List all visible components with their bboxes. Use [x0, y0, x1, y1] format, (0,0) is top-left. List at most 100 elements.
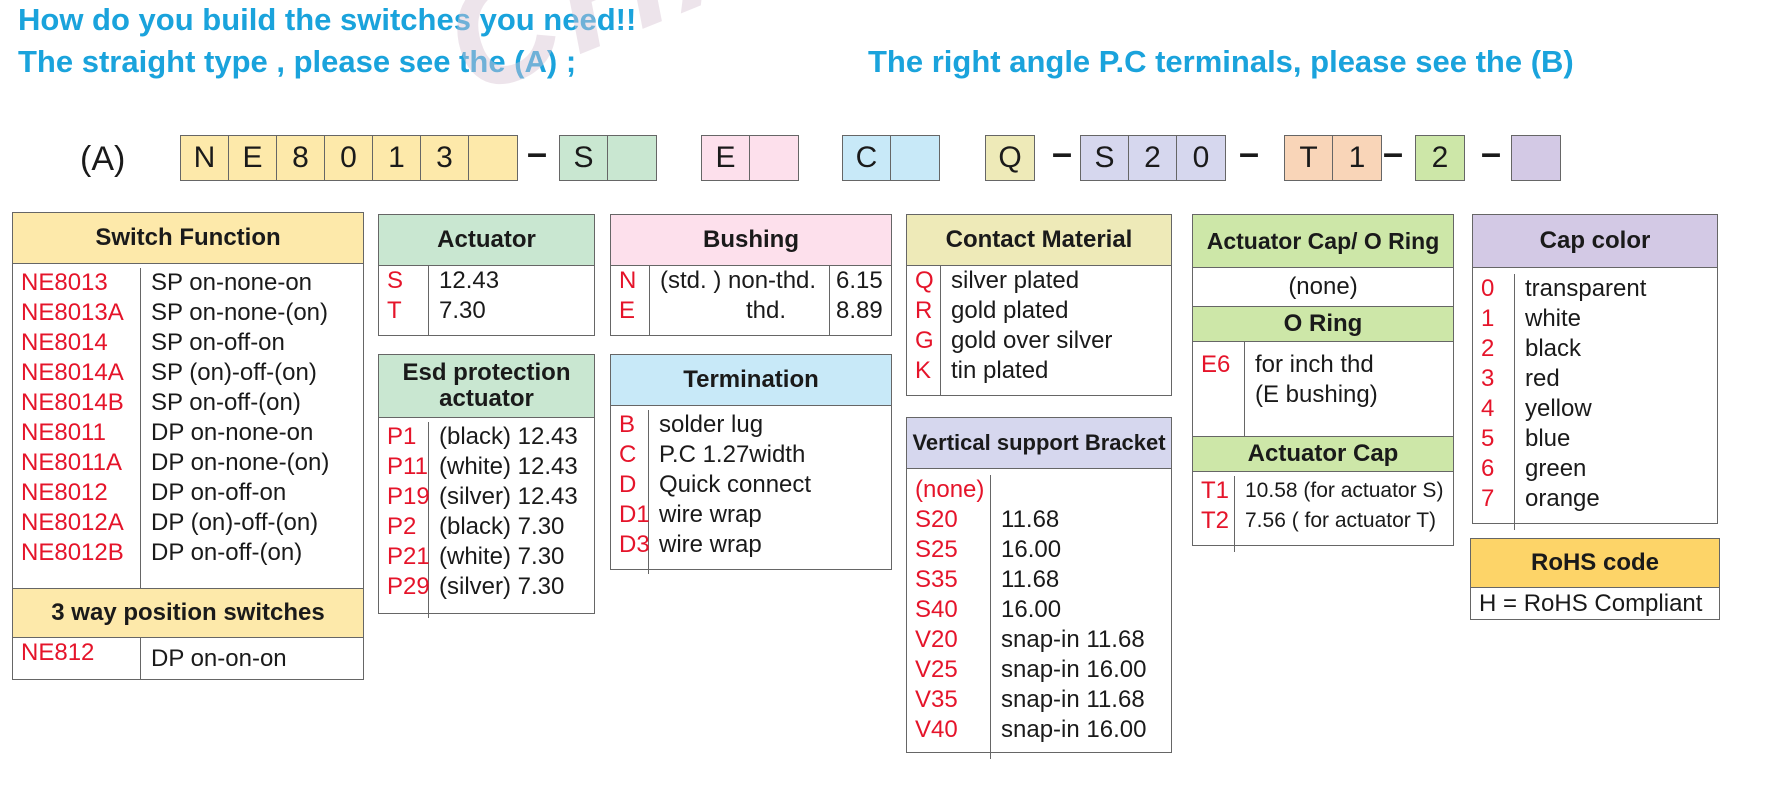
option-desc: DP on-none-on	[151, 419, 314, 446]
option-code: T2	[1201, 507, 1230, 534]
option-desc: DP on-none-(on)	[151, 449, 330, 476]
option-desc: (silver) 7.30	[439, 573, 565, 600]
option-code: P1	[387, 423, 417, 450]
desc-column: 10.58 (for actuator S) 7.56 ( for actuato…	[1235, 476, 1443, 552]
code-group-7: 2	[1415, 135, 1465, 181]
code-cell: 8	[277, 136, 325, 180]
option-code: Q	[915, 267, 934, 294]
code-cell: S	[1081, 136, 1129, 180]
option-desc: (black) 12.43	[439, 423, 578, 450]
option-desc: (black) 7.30	[439, 513, 565, 540]
option-code: S35	[915, 566, 958, 593]
heading-straight-type: The straight type , please see the (A) ;	[18, 44, 577, 79]
option-desc: red	[1525, 365, 1560, 392]
code-group-1: S	[559, 135, 657, 181]
code-group-3: C	[842, 135, 940, 181]
code-cell: 0	[1192, 141, 1210, 174]
code-cell: E	[702, 136, 750, 180]
actuator-title: Actuator	[379, 215, 594, 266]
option-code: V20	[915, 626, 958, 653]
option-code: E	[619, 297, 636, 324]
option-code: S40	[915, 596, 958, 623]
option-desc: DP on-on-on	[151, 645, 287, 672]
option-code: NE8013A	[21, 299, 124, 326]
option-code: K	[915, 357, 932, 384]
contact-material-title: Contact Material	[907, 215, 1171, 266]
desc-column: DP on-on-on	[141, 644, 287, 674]
option-desc: Quick connect	[659, 471, 812, 498]
option-desc: DP (on)-off-(on)	[151, 509, 319, 536]
option-code: D	[619, 471, 637, 498]
code-cell	[608, 136, 656, 180]
code-group-8	[1511, 135, 1561, 181]
option-code: 0	[1481, 275, 1495, 302]
option-desc: (silver) 12.43	[439, 483, 578, 510]
option-desc: DP on-off-on	[151, 479, 287, 506]
code-cell	[1512, 136, 1560, 180]
option-code: NE8011	[21, 419, 106, 446]
option-code: P21	[387, 543, 430, 570]
option-desc: tin plated	[951, 357, 1049, 384]
esd-title-line1: Esd protection	[402, 359, 571, 386]
spacer	[991, 475, 1146, 505]
option-code: NE8014	[21, 329, 108, 356]
option-desc: SP (on)-off-(on)	[151, 359, 317, 386]
option-desc: 10.58 (for actuator S)	[1245, 479, 1444, 502]
code-cell: 1	[373, 136, 421, 180]
code-cell: 2	[1431, 141, 1449, 174]
code-cell: E	[229, 136, 277, 180]
code-cell: 1	[1348, 141, 1366, 174]
cap-color-title: Cap color	[1473, 215, 1717, 268]
oring-desc-line2: (E bushing)	[1255, 381, 1378, 408]
code-group-4: Q	[985, 135, 1035, 181]
option-desc: 7.56 ( for actuator T)	[1245, 509, 1437, 532]
option-code: 5	[1481, 425, 1495, 452]
rohs-table: RoHS code H = RoHS Compliant	[1470, 538, 1720, 620]
esd-title-line2: actuator	[439, 385, 534, 412]
option-code: C	[619, 441, 637, 468]
rohs-title: RoHS code	[1471, 539, 1719, 588]
option-desc: transparent	[1525, 275, 1647, 302]
option-desc: DP on-off-(on)	[151, 539, 303, 566]
option-desc: (white) 12.43	[439, 453, 578, 480]
option-code: P29	[387, 573, 430, 600]
bushing-title: Bushing	[611, 215, 891, 266]
code-dash: –	[1239, 132, 1260, 173]
option-desc: silver plated	[951, 267, 1080, 294]
option-code: D3	[619, 531, 650, 558]
code-dash: –	[527, 132, 548, 173]
option-desc: snap-in 16.00	[1001, 656, 1147, 683]
option-code: G	[915, 327, 934, 354]
option-desc: wire wrap	[659, 501, 762, 528]
option-desc: solder lug	[659, 411, 764, 438]
code-dash: –	[1052, 132, 1073, 173]
option-desc: black	[1525, 335, 1582, 362]
code-label: (A)	[80, 140, 126, 178]
code-column: NE812	[13, 638, 141, 680]
option-code: NE8013	[21, 269, 108, 296]
desc-column: (black) 12.43 (white) 12.43 (silver) 12.43…	[429, 422, 578, 618]
code-dash: –	[1481, 132, 1502, 173]
option-code: P19	[387, 483, 430, 510]
rohs-row: H = RoHS Compliant	[1471, 588, 1719, 620]
option-code: NE8012B	[21, 539, 124, 566]
three-way-title: 3 way position switches	[13, 588, 363, 638]
oring-code: E6	[1201, 351, 1231, 378]
